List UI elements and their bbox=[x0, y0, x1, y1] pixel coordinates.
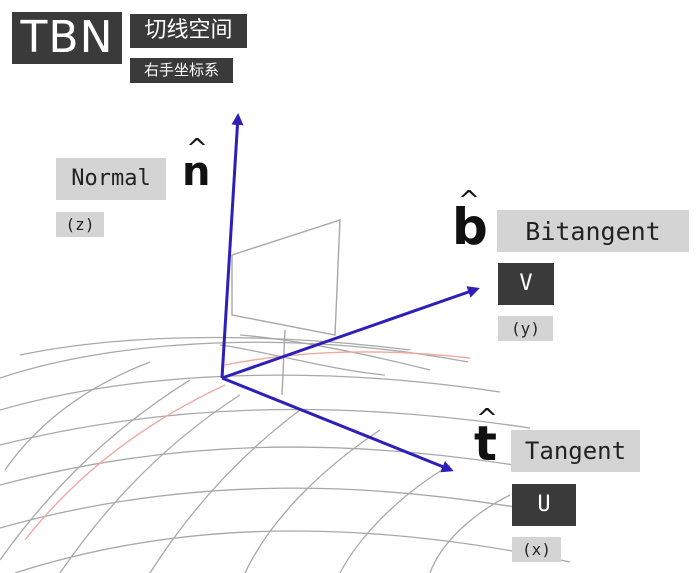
tangent-axis-text: (x) bbox=[522, 539, 551, 559]
bitangent-hat-icon: ^ bbox=[458, 186, 480, 216]
tangent-space-text: 切线空间 bbox=[144, 18, 233, 43]
handedness-label: 右手坐标系 bbox=[130, 58, 233, 83]
tbn-title-badge: TBN bbox=[12, 12, 122, 64]
tangent-symbol: ^ t bbox=[474, 406, 500, 470]
normal-symbol-letter: n bbox=[182, 149, 211, 195]
grid-curve bbox=[0, 374, 501, 411]
tangent-arrow bbox=[221, 376, 454, 473]
bitangent-axis-text: (y) bbox=[511, 318, 540, 338]
tangent-name-label: Tangent bbox=[511, 430, 640, 472]
bitangent-channel-badge: V bbox=[498, 263, 554, 305]
normal-hat-icon: ^ bbox=[186, 134, 208, 164]
grid-curve bbox=[0, 379, 191, 561]
tangent-name-text: Tangent bbox=[524, 437, 627, 465]
sphere-surface-grid bbox=[0, 334, 571, 573]
tangent-plane-outline bbox=[231, 219, 341, 336]
tangent-symbol-letter: t bbox=[474, 416, 497, 472]
bitangent-arrow bbox=[221, 286, 480, 380]
grid-curve bbox=[0, 446, 546, 486]
tangent-channel-badge: U bbox=[512, 484, 576, 526]
accent-curve bbox=[24, 384, 226, 541]
grid-curve bbox=[244, 429, 381, 573]
normal-symbol: ^ n bbox=[182, 136, 212, 198]
bitangent-axis-label: (y) bbox=[498, 316, 553, 341]
grid-curve bbox=[0, 487, 561, 529]
tangent-channel-text: U bbox=[537, 492, 551, 517]
normal-name-label: Normal bbox=[56, 158, 166, 200]
tangent-space-label: 切线空间 bbox=[130, 14, 247, 48]
bitangent-symbol: ^ b bbox=[452, 188, 488, 256]
grid-curve bbox=[14, 530, 571, 573]
accent-curve bbox=[224, 351, 471, 366]
normal-arrow bbox=[220, 113, 244, 379]
tangent-plane-edge bbox=[281, 329, 286, 396]
tangent-plane bbox=[231, 219, 341, 396]
tbn-title-text: TBN bbox=[20, 12, 114, 63]
bitangent-name-text: Bitangent bbox=[525, 216, 661, 246]
bitangent-name-label: Bitangent bbox=[497, 210, 689, 252]
grid-curve bbox=[19, 336, 411, 356]
tbn-arrows bbox=[220, 113, 480, 473]
bitangent-channel-text: V bbox=[519, 271, 533, 296]
grid-curve bbox=[219, 344, 386, 376]
normal-name-text: Normal bbox=[71, 166, 151, 191]
grid-curve bbox=[0, 408, 531, 446]
grid-curve bbox=[429, 494, 511, 573]
grid-curve bbox=[339, 464, 451, 573]
normal-axis-text: (z) bbox=[65, 214, 95, 234]
bitangent-symbol-letter: b bbox=[452, 198, 488, 256]
grid-curve bbox=[4, 361, 151, 471]
tangent-hat-icon: ^ bbox=[476, 404, 498, 434]
grid-curve bbox=[149, 409, 301, 573]
handedness-text: 右手坐标系 bbox=[143, 61, 219, 79]
normal-axis-label: (z) bbox=[56, 212, 104, 237]
tangent-axis-label: (x) bbox=[512, 537, 561, 562]
grid-curve bbox=[0, 341, 469, 379]
grid-curve bbox=[59, 394, 241, 573]
grid-curve bbox=[239, 334, 431, 371]
sphere-accent-curves bbox=[24, 351, 471, 541]
